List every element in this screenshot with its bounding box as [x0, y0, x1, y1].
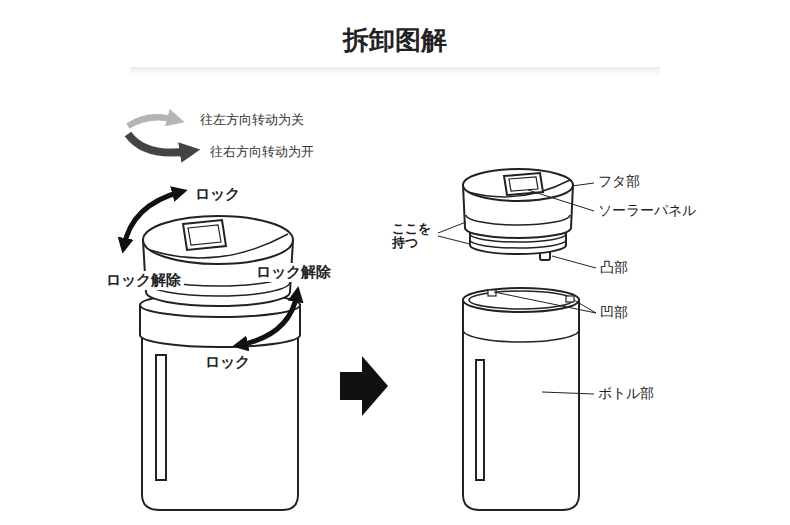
rotate-arrow [124, 192, 180, 246]
legend-text: 往右方向转动为开 [210, 145, 314, 160]
rotate-close-arrow [128, 118, 176, 126]
part-label: 凸部 [600, 259, 628, 275]
unlock-label: ロック解除 [253, 263, 334, 282]
unlock-label: ロック解除 [103, 271, 184, 290]
part-label: フタ部 [598, 173, 640, 189]
rotate-open-arrow [128, 134, 190, 153]
step-arrow [340, 356, 388, 416]
lock-label: ロック [195, 186, 240, 203]
bottle-part [463, 288, 579, 510]
page-title: 拆卸图解 [0, 26, 790, 56]
grip-note: ここを 持つ [392, 222, 434, 249]
legend-text: 往左方向转动为关 [200, 113, 304, 128]
lid-part [463, 169, 573, 260]
lock-label: ロック [205, 354, 250, 371]
leader-lines [438, 183, 596, 394]
part-label: ソーラーパネル [598, 202, 696, 218]
rotate-close-arrow [128, 117, 178, 126]
rotate-arrow [240, 294, 297, 345]
part-label: ボトル部 [598, 385, 654, 401]
title-rule [130, 66, 660, 68]
part-label: 凹部 [600, 304, 628, 320]
assembled-bottle [140, 216, 300, 510]
title-shadow [130, 67, 660, 79]
